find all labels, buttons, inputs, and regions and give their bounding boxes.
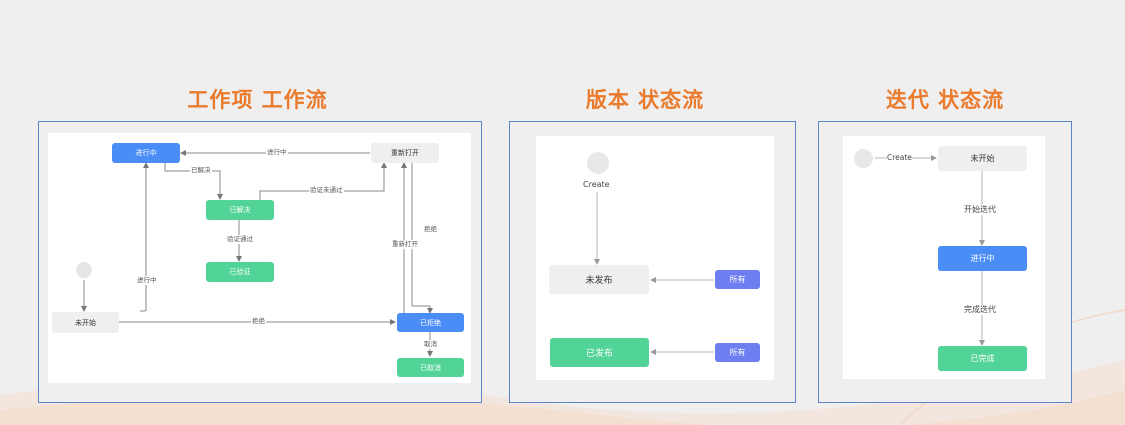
edge-label-verify-failed: 验证未通过 [309,186,344,195]
iteration-start-circle [854,149,873,168]
version-create-label: Create [583,180,610,190]
version-actor-all-2[interactable]: 所有 [715,343,760,362]
node-cancelled[interactable]: 已取消 [397,358,464,377]
version-flow-title: 版本 状态流 [585,88,705,112]
node-verified[interactable]: 已验证 [206,262,274,282]
version-node-unpublished[interactable]: 未发布 [549,265,649,294]
node-not-started[interactable]: 未开始 [52,312,119,333]
version-actor-all-1[interactable]: 所有 [715,270,760,289]
node-in-progress[interactable]: 进行中 [112,143,180,163]
work-item-flow-title: 工作项 工作流 [187,88,328,112]
edge-label-refuse: 拒绝 [423,225,438,234]
work-item-flow-canvas [48,133,471,383]
version-node-published[interactable]: 已发布 [550,338,649,367]
iteration-node-not-started[interactable]: 未开始 [938,146,1027,171]
iteration-edge-start: 开始迭代 [964,205,996,215]
node-reopen[interactable]: 重新打开 [371,143,439,163]
edge-label-verify-passed: 验证通过 [226,235,254,244]
iteration-create-label: Create [887,153,912,163]
node-resolved[interactable]: 已解决 [206,200,274,220]
version-start-circle [587,152,609,174]
node-rejected[interactable]: 已拒绝 [397,313,464,332]
edge-label-start-progress: 进行中 [136,276,158,285]
iteration-node-in-progress[interactable]: 进行中 [938,246,1027,271]
edge-label-reject: 拒绝 [251,317,266,326]
iteration-node-completed[interactable]: 已完成 [938,346,1027,371]
iteration-flow-title: 迭代 状态流 [885,88,1005,112]
iteration-edge-complete: 完成迭代 [964,305,996,315]
edge-label-cancel: 取消 [423,340,438,349]
edge-label-reopen-to-progress: 进行中 [266,148,288,157]
edge-label-reopen: 重新打开 [391,240,419,249]
edge-label-progress-to-resolved: 已解决 [190,166,212,175]
start-circle [76,262,92,278]
